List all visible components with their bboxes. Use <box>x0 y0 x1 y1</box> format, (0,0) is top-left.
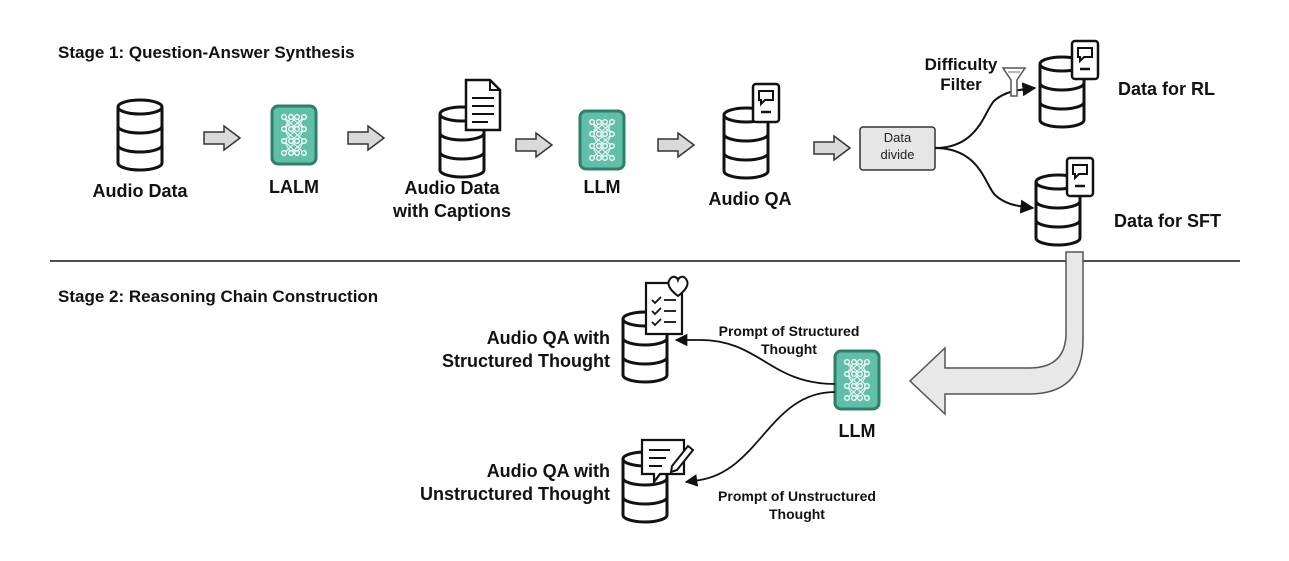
audio-qa-label: Audio QA <box>708 189 792 209</box>
prompt-unstructured-label-line1: Prompt of Unstructured <box>718 488 876 504</box>
lalm-neural-network-icon <box>270 104 318 166</box>
difficulty-filter-label-line2: Filter <box>940 75 982 95</box>
split-curve-rl <box>934 82 1037 149</box>
transfer-big-arrow <box>908 251 1084 416</box>
funnel-icon <box>1001 67 1027 97</box>
stage1-title: Stage 1: Question-Answer Synthesis <box>58 43 355 62</box>
llm-stage2-neural-network-icon <box>833 349 881 411</box>
llm-stage1-neural-network-icon <box>578 109 626 171</box>
llm-stage2-label: LLM <box>838 421 876 441</box>
unstructured-output-label-line2: Unstructured Thought <box>420 483 610 504</box>
audio-captions-label-line1: Audio Data <box>404 178 500 198</box>
data-rl-label: Data for RL <box>1118 79 1216 99</box>
prompt-structured-label-line2: Thought <box>761 340 817 357</box>
data-divide-label-line1: Data <box>883 130 912 145</box>
data-rl-chat-card-icon <box>1070 39 1100 81</box>
prompt-unstructured-curve <box>684 391 836 487</box>
audio-qa-chat-card-icon <box>751 82 781 124</box>
data-sft-label: Data for SFT <box>1114 211 1222 231</box>
flow-arrow-3 <box>515 132 553 158</box>
data-divide-label: Data divide <box>860 130 935 164</box>
unstructured-output-label: Audio QA with Unstructured Thought <box>400 460 610 505</box>
llm-stage1-label: LLM <box>583 177 621 197</box>
audio-captions-label-line2: with Captions <box>393 200 511 221</box>
split-curve-sft <box>934 147 1035 214</box>
flow-arrow-4 <box>657 132 695 158</box>
audio-data-database-icon <box>116 98 164 172</box>
note-pencil-icon <box>640 438 695 486</box>
difficulty-filter-label-line1: Difficulty <box>924 55 998 74</box>
flow-arrow-1 <box>203 125 241 151</box>
prompt-unstructured-label: Prompt of Unstructured Thought <box>696 488 898 523</box>
prompt-unstructured-label-line2: Thought <box>769 505 825 522</box>
stage2-title: Stage 2: Reasoning Chain Construction <box>58 287 379 306</box>
difficulty-filter-label: Difficulty Filter <box>916 55 1006 96</box>
prompt-structured-label-line1: Prompt of Structured <box>718 323 860 339</box>
unstructured-output-label-line1: Audio QA with <box>486 461 610 481</box>
data-sft-chat-card-icon <box>1065 156 1095 198</box>
structured-output-label-line1: Audio QA with <box>486 328 610 348</box>
prompt-structured-label: Prompt of Structured Thought <box>694 323 884 358</box>
checklist-heart-icon <box>644 275 689 336</box>
data-divide-label-line2: divide <box>880 146 915 162</box>
lalm-label: LALM <box>269 177 319 197</box>
audio-data-label: Audio Data <box>92 181 188 201</box>
prompt-structured-curve <box>674 333 836 385</box>
structured-output-label-line2: Structured Thought <box>442 350 610 371</box>
flow-arrow-2 <box>347 125 385 151</box>
flow-arrow-5 <box>813 135 851 161</box>
structured-output-label: Audio QA with Structured Thought <box>420 327 610 372</box>
audio-captions-label: Audio Data with Captions <box>382 177 522 222</box>
document-icon <box>464 78 502 132</box>
